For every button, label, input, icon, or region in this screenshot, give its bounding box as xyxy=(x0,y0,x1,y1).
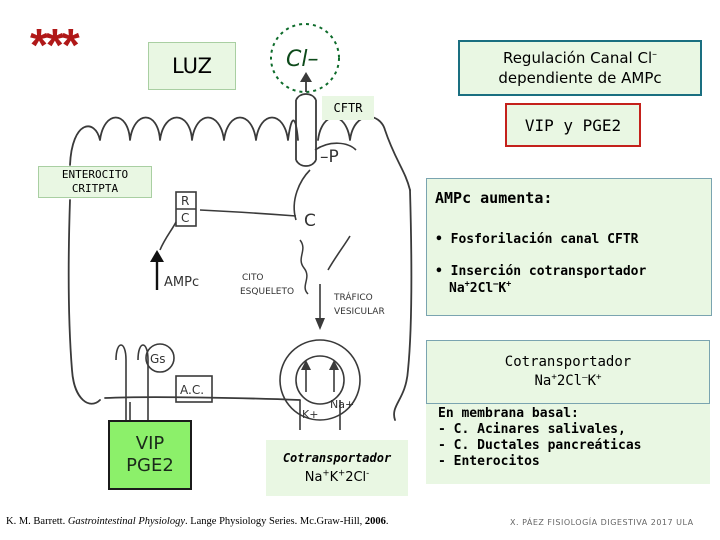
basal-membrane-list: En membrana basal: - C. Acinares salival… xyxy=(426,404,710,484)
membrane-line-1: En membrana basal: xyxy=(438,406,579,421)
gs-protein xyxy=(145,343,175,373)
vip-line-1: VIP xyxy=(135,433,165,454)
cotransporter-line-2: Na+2Cl–K+ xyxy=(534,372,602,389)
membrane-line-3: - C. Ductales pancreáticas xyxy=(438,438,642,453)
cell-left-wall xyxy=(67,199,101,405)
nkcc-transporter xyxy=(279,339,361,421)
credit: X. PÁEZ FISIOLOGÍA DIGESTIVA 2017 ULA xyxy=(510,518,694,527)
ampc-label: AMPc xyxy=(164,275,199,290)
reference: K. M. Barrett. Gastrointestinal Physiolo… xyxy=(6,516,389,527)
traffic-label-1: TRÁFICO xyxy=(333,291,373,303)
svg-text:C: C xyxy=(181,211,189,225)
cytoskeleton-label-2: ESQUELETO xyxy=(240,287,294,297)
enterocyte-line-1: ENTEROCITO xyxy=(61,168,129,181)
enterocyte-label: ENTEROCITO CRITPTA xyxy=(38,166,152,198)
basal-cotransporter-line-1: Cotransportador xyxy=(282,451,392,465)
cytoskeleton-squiggle xyxy=(299,239,309,295)
title-line-2: dependiente de AMPc xyxy=(498,69,662,87)
cl-channel xyxy=(270,23,340,93)
membrane-line-4: - Enterocitos xyxy=(438,454,540,469)
traffic-label-2: VESICULAR xyxy=(334,307,385,317)
title-line-1: Regulación Canal Cl– xyxy=(502,49,658,67)
basal-cotransporter-line-2: Na+K+2Cl- xyxy=(304,467,370,485)
ampc-bullet-2: • Inserción cotransportador Na+2Cl–K+ xyxy=(435,264,647,296)
adenylate-cyclase xyxy=(175,375,213,403)
cftr-label: CFTR xyxy=(322,96,374,120)
cftr-channel xyxy=(295,93,317,167)
svg-text:R: R xyxy=(181,194,189,208)
vip-line-2: PGE2 xyxy=(126,455,174,476)
light-label: LUZ xyxy=(148,42,236,90)
svg-text:K+: K+ xyxy=(302,408,318,421)
cell-apical-border xyxy=(69,116,299,166)
vip-pge2-ligand-box: VIP PGE2 xyxy=(108,420,192,490)
cotransporter-line-1: Cotransportador xyxy=(504,354,632,370)
cytoskeleton-label-1: CITO xyxy=(242,273,264,283)
svg-text:Na+: Na+ xyxy=(330,398,354,411)
svg-text:A.C.: A.C. xyxy=(180,383,204,397)
ampc-effects-box: AMPc aumenta: • Fosforilación canal CFTR… xyxy=(426,178,712,316)
enterocyte-line-2: CRITPTA xyxy=(71,182,119,195)
membrane-line-2: - C. Acinares salivales, xyxy=(438,422,626,437)
cl-channel-label: Cl– xyxy=(286,47,318,72)
cell-basal-border xyxy=(104,396,301,401)
pka-c-free: C xyxy=(304,211,316,231)
title-box: Regulación Canal Cl– dependiente de AMPc xyxy=(458,40,702,96)
vip-pge2-box: VIP y PGE2 xyxy=(505,103,641,147)
cotransporter-box: Cotransportador Na+2Cl–K+ xyxy=(426,340,710,404)
cell-right-wall xyxy=(393,189,413,421)
phospho-label: –P xyxy=(320,147,339,167)
receptor xyxy=(115,344,149,420)
ampc-bullet-1: • Fosforilación canal CFTR xyxy=(435,232,639,247)
basal-cotransporter-label: Cotransportador Na+K+2Cl- xyxy=(266,440,408,496)
importance-stars: *** xyxy=(30,19,80,71)
ampc-effects-title: AMPc aumenta: xyxy=(435,189,553,207)
svg-text:Gs: Gs xyxy=(150,352,166,366)
